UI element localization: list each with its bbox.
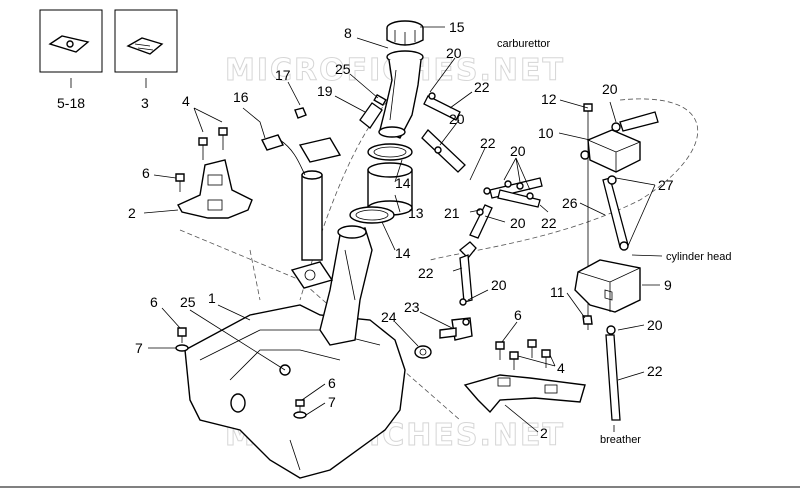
screws-left (175, 127, 228, 192)
label-22b: 22 (480, 135, 496, 151)
clamp-14-lower (349, 206, 395, 224)
filler-neck (378, 50, 424, 139)
fuel-valve (439, 317, 473, 341)
part-labels: 15 8 20 25 22 19 17 16 4 6 2 20 14 13 14… (128, 19, 674, 441)
label-20b: 20 (449, 111, 465, 127)
label-9: 9 (664, 277, 672, 293)
label-20e: 20 (491, 277, 507, 293)
label-20a: 20 (446, 45, 462, 61)
bracket-right (463, 374, 586, 414)
hose-26 (602, 175, 629, 251)
inset-box-right (114, 9, 178, 73)
label-4a: 4 (182, 93, 190, 109)
clamp-14-upper (367, 143, 413, 161)
hose-20-right-top (611, 111, 659, 132)
clamp-24 (414, 345, 432, 359)
fuel-tank (184, 225, 406, 479)
label-6d: 6 (328, 375, 336, 391)
label-20f: 20 (602, 81, 618, 97)
tee-fittings (469, 177, 543, 239)
label-17: 17 (275, 67, 291, 83)
breather-hoses-upper (421, 92, 491, 195)
label-10: 10 (538, 125, 554, 141)
label-13: 13 (408, 205, 424, 221)
label-6b: 6 (150, 294, 158, 310)
label-20g: 20 (647, 317, 663, 333)
label-14b: 14 (395, 245, 411, 261)
label-12: 12 (541, 91, 557, 107)
inset-label-left: 5-18 (57, 95, 85, 111)
label-20d: 20 (510, 215, 526, 231)
label-1: 1 (208, 290, 216, 306)
label-22a: 22 (474, 79, 490, 95)
label-8: 8 (344, 25, 352, 41)
label-21: 21 (444, 205, 460, 221)
label-6c: 6 (514, 307, 522, 323)
label-breather: breather (600, 434, 641, 446)
label-22c: 22 (541, 215, 557, 231)
breather-hose-22 (605, 325, 621, 421)
label-23: 23 (404, 299, 420, 315)
label-2b: 2 (540, 425, 548, 441)
label-20c: 20 (510, 143, 526, 159)
label-6a: 6 (142, 165, 150, 181)
valve-10 (580, 129, 641, 173)
canister-9 (574, 259, 641, 313)
fuel-cap (386, 20, 424, 46)
label-14a: 14 (395, 175, 411, 191)
label-2a: 2 (128, 205, 136, 221)
label-4b: 4 (557, 360, 565, 376)
fuel-level-sender (261, 134, 342, 289)
label-cylinder-head: cylinder head (666, 251, 731, 263)
label-22d: 22 (418, 265, 434, 281)
label-25a: 25 (335, 61, 351, 77)
bracket-left (177, 159, 253, 219)
label-19: 19 (317, 83, 333, 99)
label-24: 24 (381, 309, 397, 325)
nut-17 (294, 107, 307, 119)
hose-22-lower (459, 241, 477, 306)
leader-lines (70, 26, 663, 433)
label-7b: 7 (328, 394, 336, 410)
label-carburettor: carburettor (497, 38, 551, 50)
label-15: 15 (449, 19, 465, 35)
inset-label-right: 3 (141, 95, 149, 111)
screws-right (495, 339, 551, 370)
label-22e: 22 (647, 363, 663, 379)
label-7a: 7 (135, 340, 143, 356)
inset-box-left (39, 9, 103, 73)
label-27: 27 (658, 177, 674, 193)
label-11: 11 (550, 284, 565, 300)
label-25b: 25 (180, 294, 196, 310)
label-16: 16 (233, 89, 249, 105)
nut-11 (582, 315, 593, 325)
speed-nut-icon (126, 37, 164, 55)
label-26: 26 (562, 195, 578, 211)
